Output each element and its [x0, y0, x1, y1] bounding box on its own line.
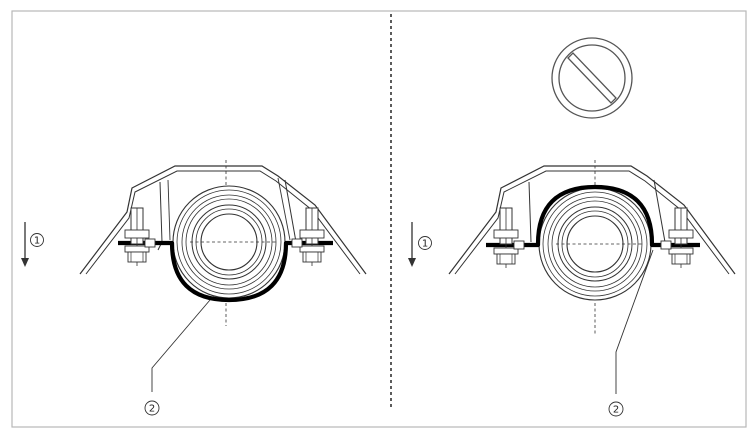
inner-bracket-right-2 — [277, 177, 291, 241]
panel-incorrect: 1 — [408, 37, 736, 417]
callout-2-circle — [144, 400, 160, 416]
down-arrow-icon-2 — [408, 222, 416, 267]
inner-bracket-left-2 — [167, 179, 171, 241]
leader-line-2b — [615, 249, 654, 394]
bolt-assembly-right — [291, 207, 325, 266]
inner-bracket-left-b — [528, 181, 532, 243]
chassis-housing-inner — [85, 170, 361, 275]
chassis-housing-outer-2 — [448, 165, 736, 275]
callout-1-circle — [30, 233, 44, 247]
inner-bracket-right — [284, 179, 297, 243]
callout-2b-circle — [608, 401, 624, 417]
panel-correct: 1 — [21, 160, 367, 416]
inner-bracket-left — [157, 181, 163, 251]
callout-1b-circle — [418, 236, 432, 250]
inner-bracket-right-b — [653, 179, 666, 243]
bolt-assembly-left — [124, 207, 156, 266]
callout-2-label: 2 — [149, 404, 155, 415]
prohibited-icon — [551, 37, 633, 119]
bolt-assembly-right-2 — [660, 207, 694, 268]
leader-line-2 — [151, 299, 211, 392]
mounting-strap-incorrect — [486, 184, 700, 248]
callout-1b-label: 1 — [422, 239, 428, 250]
chassis-housing-inner-2 — [454, 170, 730, 275]
chassis-housing-outer — [79, 165, 367, 275]
mounting-strap-correct — [118, 240, 333, 303]
callout-1-label: 1 — [34, 236, 40, 247]
down-arrow-icon — [21, 222, 29, 267]
callout-2b-label: 2 — [613, 405, 619, 416]
bolt-assembly-left-2 — [493, 207, 525, 268]
figure-frame — [11, 10, 747, 428]
